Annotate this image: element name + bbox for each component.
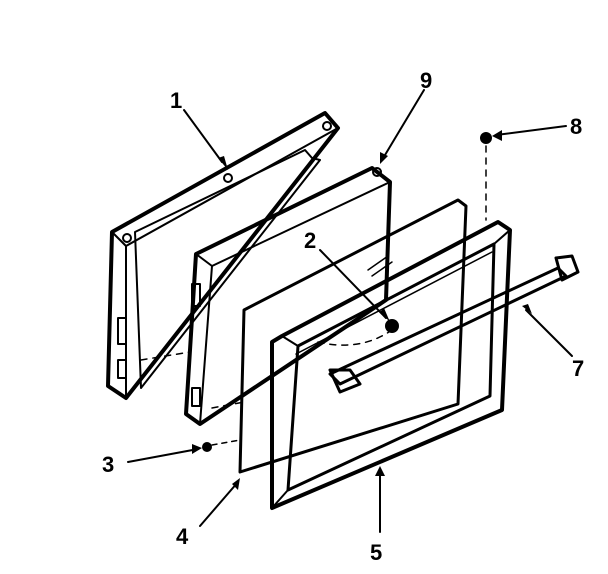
callout-2: 2	[304, 228, 316, 253]
arrowhead-3	[192, 444, 202, 454]
arrowhead-1	[218, 156, 228, 170]
side-screw-part	[202, 439, 241, 452]
arrowhead-7	[522, 304, 532, 314]
callout-3: 3	[102, 452, 114, 477]
callout-4: 4	[176, 524, 189, 549]
arrowhead-4	[232, 478, 240, 490]
leader-lines	[127, 89, 573, 533]
door-handle-part	[328, 254, 580, 394]
leader-7	[525, 309, 573, 357]
callout-5: 5	[370, 540, 382, 565]
arrowhead-8	[492, 130, 502, 141]
leader-8	[495, 125, 567, 136]
top-screw-part	[480, 132, 492, 144]
callout-8: 8	[570, 114, 582, 139]
callout-1: 1	[170, 88, 182, 113]
arrowhead-5	[375, 466, 385, 476]
callout-7: 7	[572, 356, 584, 381]
leader-2	[319, 249, 387, 319]
arrowhead-9	[380, 152, 388, 164]
arrowhead-2	[380, 308, 390, 322]
center-screw-part	[385, 319, 399, 333]
door-glass-part	[238, 198, 468, 474]
leader-3	[127, 448, 199, 463]
leader-9	[381, 89, 425, 161]
callout-9: 9	[420, 68, 432, 93]
leader-1	[183, 109, 223, 163]
door-liner-part	[106, 111, 340, 400]
outer-frame-part	[270, 145, 512, 510]
leader-4	[199, 481, 239, 527]
